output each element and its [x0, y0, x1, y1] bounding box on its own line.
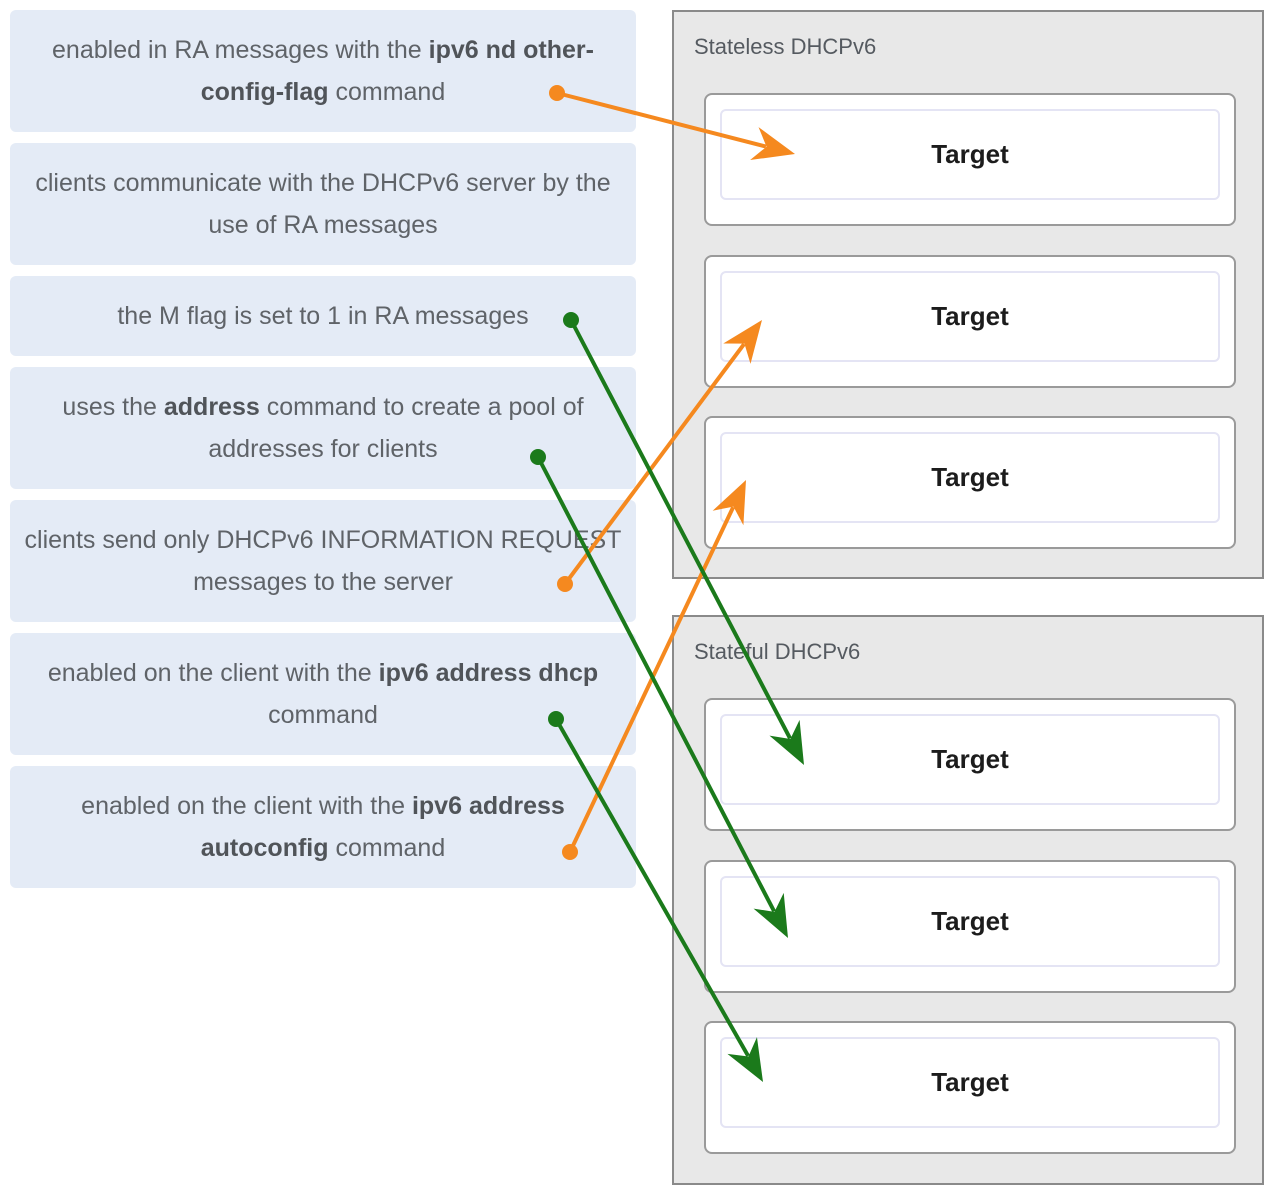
drop-target[interactable]: Target: [704, 416, 1236, 549]
source-item-text: clients communicate with the DHCPv6 serv…: [35, 169, 611, 239]
target-label: Target: [720, 432, 1220, 523]
stateless-dhcpv6-group: Stateless DHCPv6 Target Target Target: [672, 10, 1264, 579]
source-item[interactable]: clients communicate with the DHCPv6 serv…: [10, 143, 636, 265]
source-item-text: uses the address command to create a poo…: [62, 393, 584, 463]
target-label: Target: [720, 876, 1220, 967]
source-item-text: enabled in RA messages with the ipv6 nd …: [52, 36, 594, 106]
source-item-text: the M flag is set to 1 in RA messages: [117, 302, 529, 330]
drop-target[interactable]: Target: [704, 1021, 1236, 1154]
source-item[interactable]: enabled in RA messages with the ipv6 nd …: [10, 10, 636, 132]
stateful-dhcpv6-group: Stateful DHCPv6 Target Target Target: [672, 615, 1264, 1185]
drop-target[interactable]: Target: [704, 860, 1236, 993]
source-item-text: enabled on the client with the ipv6 addr…: [47, 659, 599, 729]
target-label: Target: [720, 1037, 1220, 1128]
source-item[interactable]: uses the address command to create a poo…: [10, 367, 636, 489]
drop-target[interactable]: Target: [704, 255, 1236, 388]
source-item-text: enabled on the client with the ipv6 addr…: [81, 792, 565, 862]
source-item-text: clients send only DHCPv6 INFORMATION REQ…: [24, 526, 622, 596]
target-label: Target: [720, 271, 1220, 362]
target-label: Target: [720, 714, 1220, 805]
source-item[interactable]: the M flag is set to 1 in RA messages: [10, 276, 636, 356]
group-title: Stateless DHCPv6: [694, 34, 877, 59]
target-label: Target: [720, 109, 1220, 200]
source-item[interactable]: clients send only DHCPv6 INFORMATION REQ…: [10, 500, 636, 622]
drop-target[interactable]: Target: [704, 698, 1236, 831]
group-title: Stateful DHCPv6: [694, 639, 861, 664]
source-item[interactable]: enabled on the client with the ipv6 addr…: [10, 633, 636, 755]
source-item[interactable]: enabled on the client with the ipv6 addr…: [10, 766, 636, 888]
drop-target[interactable]: Target: [704, 93, 1236, 226]
